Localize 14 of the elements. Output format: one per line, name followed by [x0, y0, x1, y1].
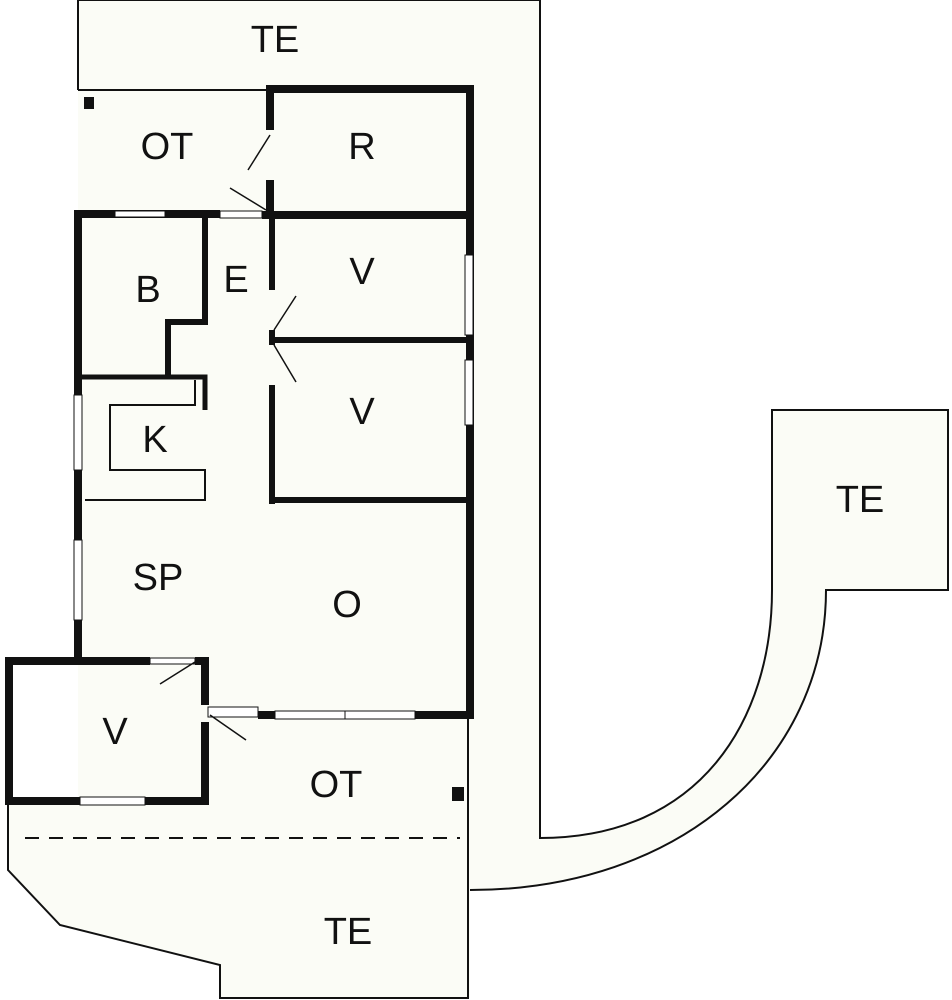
room-label: V	[349, 393, 375, 431]
room-label: TE	[324, 913, 372, 951]
room-label: TE	[250, 21, 300, 59]
room-label: E	[223, 261, 249, 299]
room-label: SP	[132, 559, 184, 597]
room-label: O	[332, 586, 362, 624]
room-label: TE	[836, 481, 884, 519]
room-label: V	[102, 713, 128, 751]
room-label: B	[135, 271, 161, 309]
room-label: R	[348, 128, 376, 166]
room-label: V	[349, 253, 375, 291]
room-label: K	[142, 421, 168, 459]
room-label: OT	[310, 766, 362, 804]
room-label: OT	[140, 128, 194, 166]
